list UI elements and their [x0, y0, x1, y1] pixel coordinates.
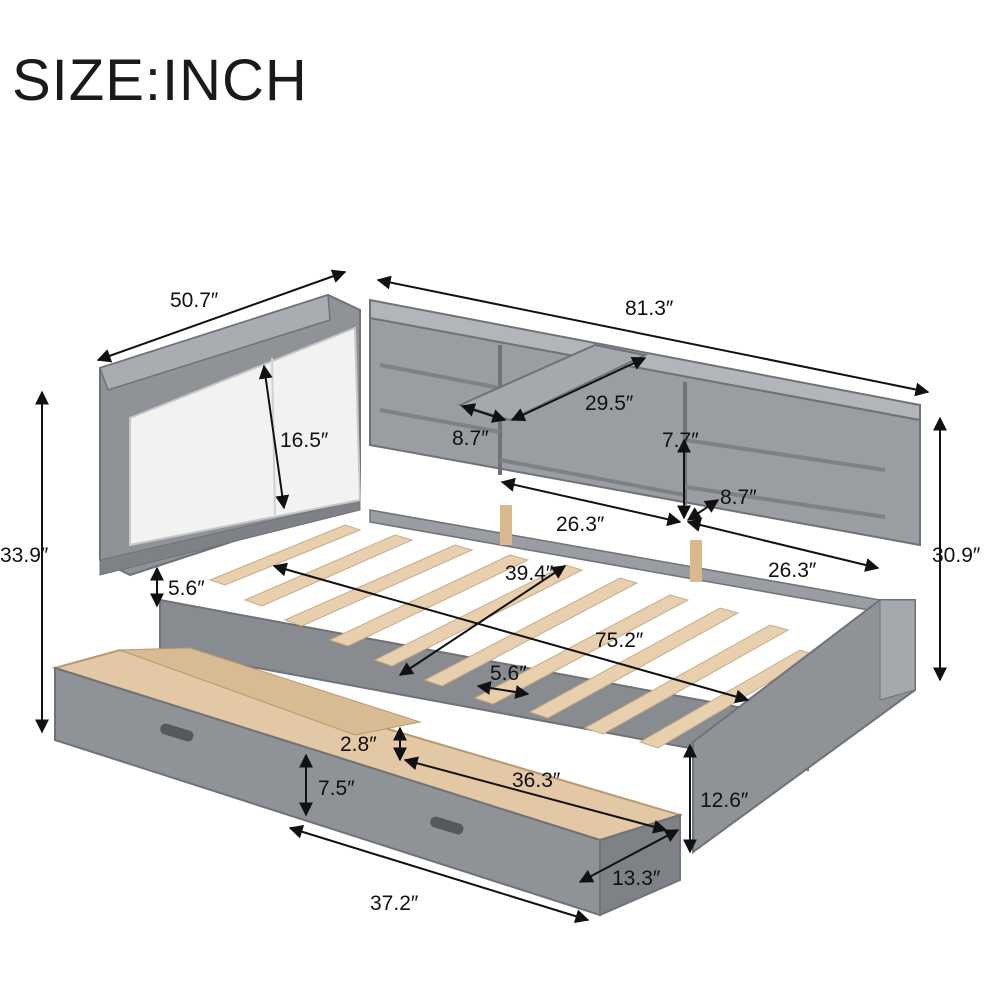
dim-drawer-inner-length: 36.3″ [512, 769, 561, 792]
dim-frame-height: 12.6″ [700, 789, 749, 812]
dim-side-height: 30.9″ [932, 544, 981, 567]
dim-shelf-compartment-height: 7.7″ [662, 429, 699, 452]
dimension-arrows [35, 269, 947, 923]
dim-lower-shelf-length-left: 26.3″ [556, 513, 605, 536]
dim-top-shelf-depth: 8.7″ [452, 427, 489, 450]
dim-overall-length: 81.3″ [625, 297, 674, 320]
dim-headboard-cushion-height: 16.5″ [280, 429, 329, 452]
dim-shelf-compartment-depth: 8.7″ [720, 486, 757, 509]
dim-lower-shelf-length-right: 26.3″ [768, 559, 817, 582]
dim-mattress-width: 39.4″ [505, 562, 554, 585]
dim-mattress-length: 75.2″ [595, 629, 644, 652]
dim-drawer-width: 13.3″ [612, 867, 661, 890]
dim-slat-gap-side: 5.6″ [168, 577, 205, 600]
dim-drawer-height: 7.5″ [318, 777, 355, 800]
dim-overall-width: 50.7″ [170, 289, 219, 312]
dim-slat-spacing: 5.6″ [490, 662, 527, 685]
dim-total-height: 33.9″ [0, 544, 49, 567]
side-headboard [99, 293, 362, 577]
bookcase-headboard [369, 298, 921, 547]
dim-top-shelf-length: 29.5″ [585, 392, 634, 415]
dim-drawer-length: 37.2″ [370, 892, 419, 915]
dim-drawer-inner-depth: 2.8″ [340, 733, 377, 756]
drawer-handle-left [160, 723, 194, 742]
foot-side-panel [692, 599, 916, 854]
page-title: SIZE:INCH [12, 48, 308, 113]
